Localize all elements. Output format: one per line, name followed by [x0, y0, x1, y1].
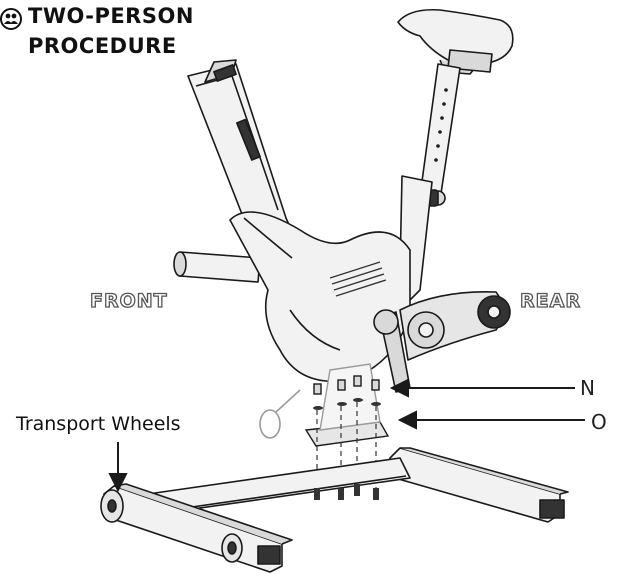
main-frame: [229, 175, 511, 439]
callout-o-label: O: [591, 410, 607, 434]
front-mount-ring: [259, 409, 281, 439]
procedure-title-line-2: PROCEDURE: [28, 34, 177, 58]
crank-hub: [373, 309, 399, 335]
saddle: [397, 8, 514, 65]
front-label: FRONT: [89, 289, 168, 312]
two-person-icon: [0, 8, 22, 30]
bolt-guide-lines: [316, 402, 377, 492]
procedure-header: TWO-PERSON PROCEDURE: [0, 0, 230, 70]
callout-n-label: N: [580, 376, 595, 400]
transport-wheels-label: Transport Wheels: [16, 413, 181, 435]
flywheel-housing: [229, 211, 411, 383]
arrow-transport-head: [108, 473, 128, 493]
mounting-bracket: [304, 363, 390, 447]
rear-label: REAR: [519, 289, 581, 312]
procedure-title-line-1: TWO-PERSON: [28, 4, 194, 28]
callout-arrows: [108, 378, 585, 493]
handlebar: [179, 251, 261, 283]
frame-studs: [314, 484, 379, 500]
washers-o: [313, 398, 381, 410]
seat-post: [397, 8, 514, 207]
arrow-n-head: [389, 378, 409, 398]
bolts-n: [313, 375, 380, 395]
arrow-o-head: [397, 410, 417, 430]
base-stabilizer: [100, 447, 569, 573]
